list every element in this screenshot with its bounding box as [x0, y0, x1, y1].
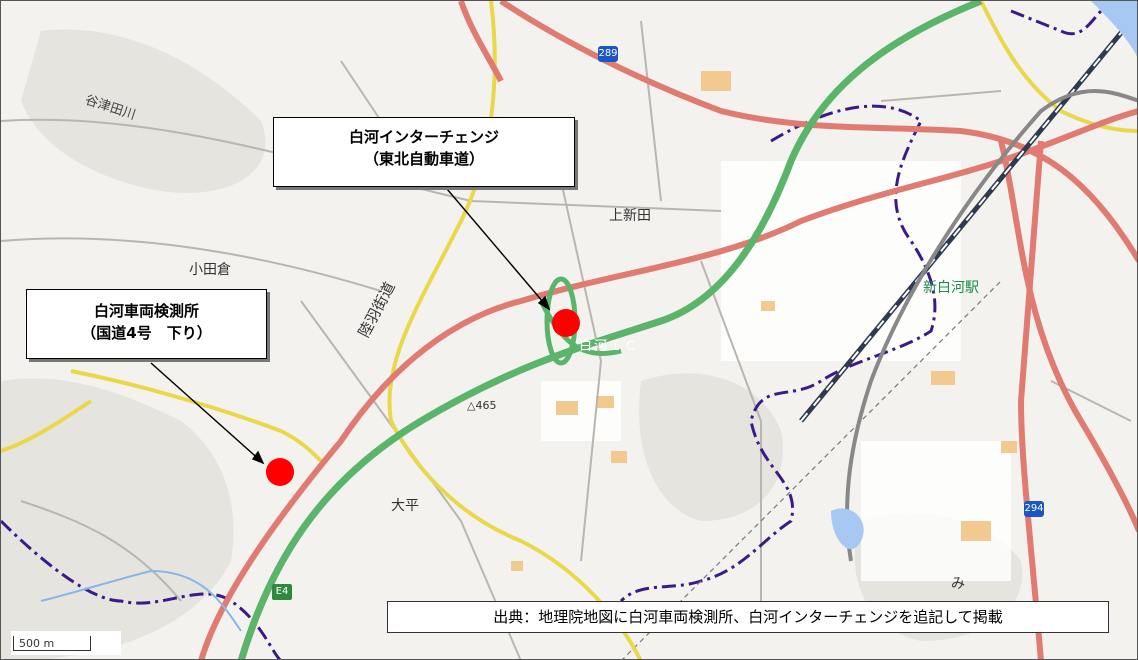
- shinkansen-line: [845, 89, 1137, 562]
- inspection-station-callout: 白河車両検測所 （国道4号 下り）: [26, 289, 267, 359]
- expressway-tohoku: [237, 1, 983, 659]
- water-body: [1091, 1, 1137, 57]
- scale-bar: 500 m: [11, 631, 121, 655]
- inspection-station-callout-line2: （国道4号 下り）: [81, 324, 212, 342]
- ic-label: 白河ＩＣ: [579, 339, 640, 354]
- place-label-ohira: 大平: [391, 498, 419, 514]
- elevation-label: △465: [467, 399, 497, 412]
- station-label: 新白河駅: [923, 280, 979, 296]
- interchange-callout-line1: 白河インターチェンジ: [348, 128, 499, 146]
- building-blocks: [511, 71, 1017, 571]
- interchange-marker[interactable]: [552, 309, 580, 337]
- interchange-callout-line2: （東北自動車道）: [363, 150, 484, 168]
- interchange-callout: 白河インターチェンジ （東北自動車道）: [273, 117, 575, 187]
- route-294-shield: 294: [1024, 501, 1044, 517]
- scale-label: 500 m: [19, 637, 55, 650]
- pond: [831, 508, 864, 550]
- place-label-mi: み: [951, 576, 965, 592]
- place-label-odakura: 小田倉: [189, 262, 231, 278]
- place-label-kamishinden: 上新田: [609, 208, 651, 224]
- inspection-station-callout-line1: 白河車両検測所: [93, 302, 199, 320]
- callout-pointers: [150, 188, 551, 465]
- scale-bar-line: [13, 636, 91, 651]
- inspection-station-marker[interactable]: [266, 458, 294, 486]
- route-289-shield: 289: [598, 46, 618, 62]
- source-note: 出典：地理院地図に白河車両検測所、白河インターチェンジを追記して掲載: [387, 601, 1109, 633]
- urban-area: [541, 161, 1011, 581]
- river-line: [40, 569, 242, 632]
- e4-shield: E4: [272, 584, 292, 600]
